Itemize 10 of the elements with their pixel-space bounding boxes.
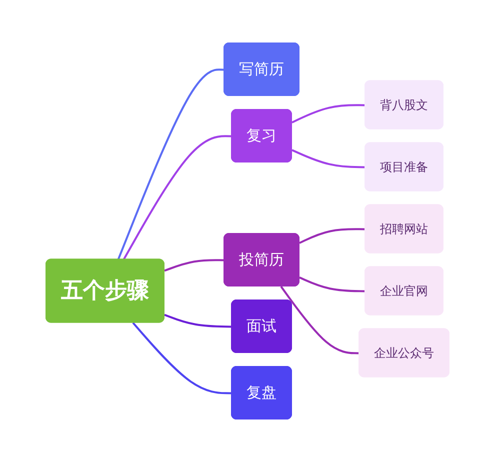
connector bbox=[164, 313, 232, 328]
connector bbox=[132, 322, 232, 394]
connector bbox=[291, 148, 366, 168]
connector bbox=[122, 134, 232, 260]
connector bbox=[291, 104, 366, 123]
connector bbox=[280, 285, 360, 354]
connector bbox=[298, 276, 366, 292]
connector bbox=[116, 68, 224, 260]
connector bbox=[164, 258, 224, 272]
connector bbox=[298, 228, 366, 244]
